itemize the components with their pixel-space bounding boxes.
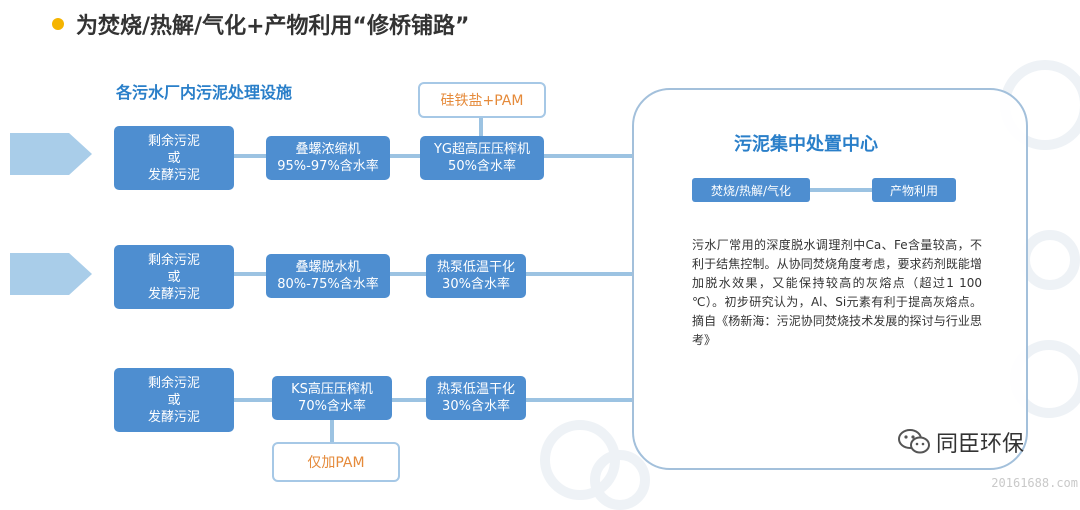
- brand-logo: 同臣环保: [898, 426, 1024, 458]
- connector-line: [810, 188, 872, 192]
- connector-line: [392, 398, 426, 402]
- additive-note: 仅加PAM: [272, 442, 400, 482]
- brand-name: 同臣环保: [936, 432, 1025, 457]
- connector-line: [526, 272, 634, 276]
- connector-line: [390, 154, 420, 158]
- source-box: 剩余污泥 或 发酵污泥: [114, 245, 234, 309]
- input-arrow: [10, 253, 92, 295]
- input-arrow: [10, 133, 92, 175]
- process-pill: 焚烧/热解/气化: [692, 178, 810, 202]
- connector-line: [390, 272, 426, 276]
- process-box: 热泵低温干化 30%含水率: [426, 254, 526, 298]
- background-ring: [590, 450, 650, 510]
- source-box: 剩余污泥 或 发酵污泥: [114, 368, 234, 432]
- description-text: 污水厂常用的深度脱水调理剂中Ca、Fe含量较高，不利于结焦控制。从协同焚烧角度考…: [692, 238, 982, 347]
- title-bullet: [52, 18, 64, 30]
- additive-note: 硅铁盐+PAM: [418, 82, 546, 118]
- watermark: 20161688.com: [991, 476, 1078, 490]
- connector-line: [544, 154, 634, 158]
- connector-line: [234, 154, 266, 158]
- connector-line: [234, 398, 272, 402]
- page-title: 为焚烧/热解/气化+产物利用“修桥铺路”: [76, 14, 470, 39]
- connector-line: [479, 114, 483, 136]
- connector-line: [234, 272, 266, 276]
- process-box: YG超高压压榨机 50%含水率: [420, 136, 544, 180]
- product-pill: 产物利用: [872, 178, 956, 202]
- process-box: 热泵低温干化 30%含水率: [426, 376, 526, 420]
- source-box: 剩余污泥 或 发酵污泥: [114, 126, 234, 190]
- process-box: 叠螺浓缩机 95%-97%含水率: [266, 136, 390, 180]
- process-box: 叠螺脱水机 80%-75%含水率: [266, 254, 390, 298]
- connector-line: [330, 420, 334, 442]
- wechat-icon: [898, 429, 930, 454]
- background-ring: [1020, 230, 1080, 290]
- process-box: KS高压压榨机 70%含水率: [272, 376, 392, 420]
- connector-line: [526, 398, 634, 402]
- disposal-center-title: 污泥集中处置中心: [734, 134, 878, 155]
- section-subtitle: 各污水厂内污泥处理设施: [116, 83, 293, 102]
- disposal-center-panel: [632, 88, 1028, 470]
